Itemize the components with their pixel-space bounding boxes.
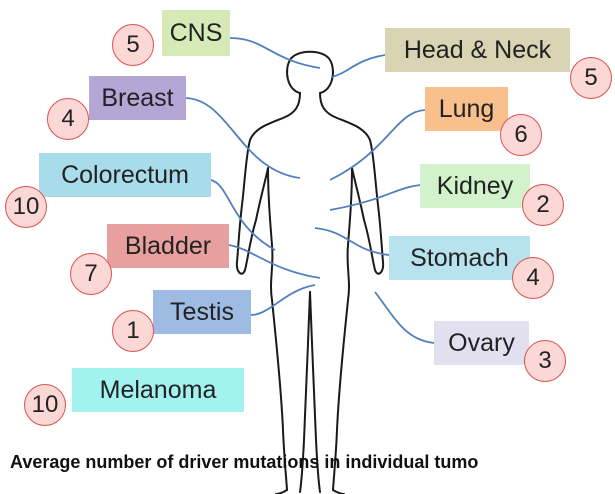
- connector-stomach: [315, 228, 389, 255]
- mutation-count-badge-testis: 1: [112, 310, 154, 352]
- mutation-count-badge-colorectum: 10: [5, 186, 47, 228]
- connector-head-neck: [332, 55, 385, 77]
- tumor-label-ovary: Ovary: [434, 321, 529, 365]
- mutation-count-badge-bladder: 7: [70, 253, 112, 295]
- connector-cns: [230, 38, 320, 68]
- tumor-label-cns: CNS: [162, 10, 230, 56]
- mutation-count-badge-cns: 5: [112, 24, 154, 66]
- connector-testis: [251, 285, 315, 315]
- tumor-label-bladder: Bladder: [107, 224, 229, 268]
- mutation-count-badge-head-neck: 5: [570, 57, 612, 99]
- mutation-count-badge-lung: 6: [500, 114, 542, 156]
- mutation-count-badge-melanoma: 10: [24, 384, 66, 426]
- connector-lung: [330, 110, 425, 180]
- tumor-label-breast: Breast: [89, 76, 186, 120]
- tumor-label-kidney: Kidney: [420, 164, 530, 208]
- figure-caption: Average number of driver mutations in in…: [10, 452, 615, 473]
- mutation-count-badge-breast: 4: [47, 98, 89, 140]
- tumor-label-testis: Testis: [153, 290, 251, 334]
- mutation-count-badge-stomach: 4: [512, 257, 554, 299]
- connector-ovary: [375, 292, 434, 343]
- tumor-label-melanoma: Melanoma: [72, 368, 244, 412]
- mutation-count-badge-kidney: 2: [522, 184, 564, 226]
- tumor-label-lung: Lung: [425, 87, 508, 131]
- tumor-label-stomach: Stomach: [389, 236, 530, 280]
- mutation-count-badge-ovary: 3: [524, 340, 566, 382]
- connector-kidney: [330, 185, 420, 210]
- tumor-label-colorectum: Colorectum: [39, 153, 211, 197]
- tumor-label-head-neck: Head & Neck: [385, 28, 570, 72]
